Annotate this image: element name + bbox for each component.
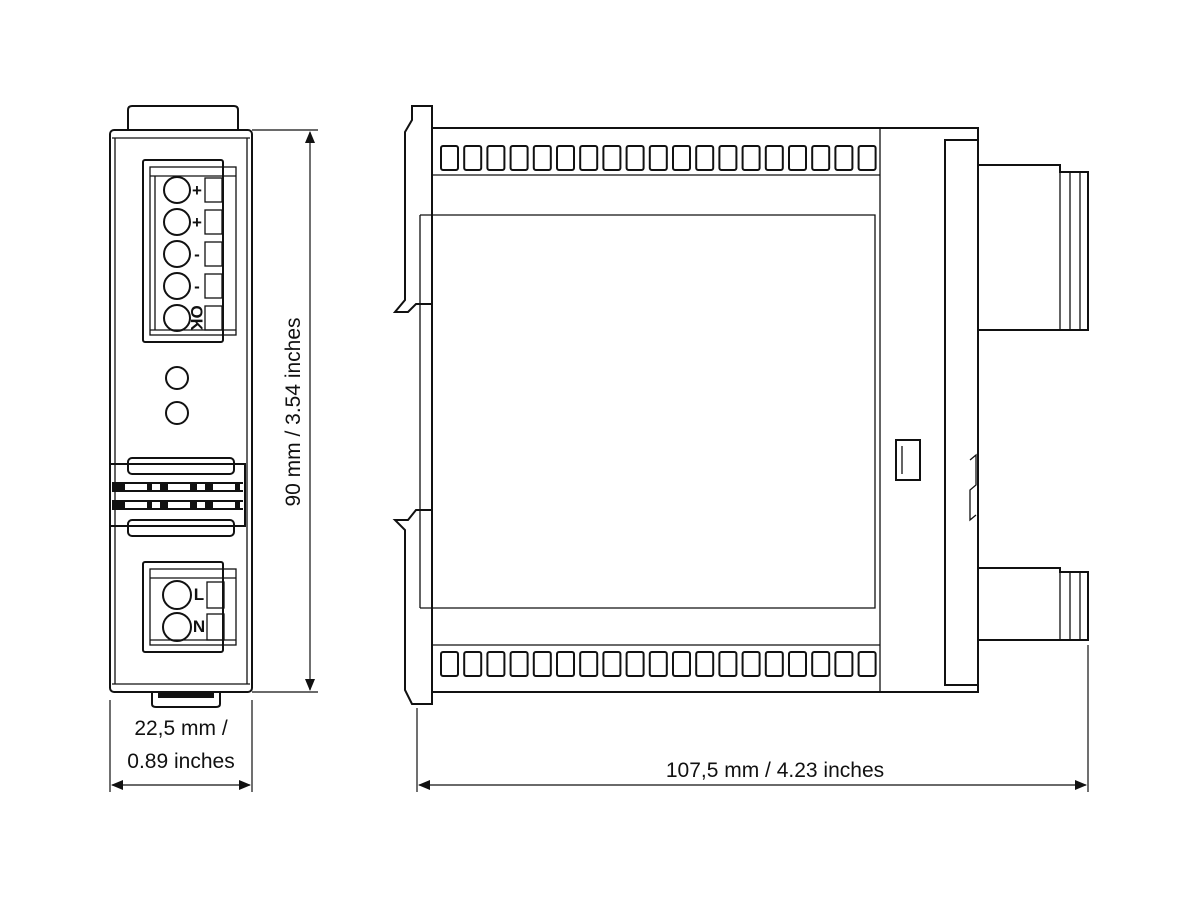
vent-slot [625, 651, 645, 677]
vent-slot [811, 145, 831, 171]
terminal-release[interactable] [204, 177, 223, 203]
side-view [392, 105, 1089, 705]
vent-slot [718, 651, 738, 677]
bottom-ventilation-slots [440, 651, 877, 677]
terminal-marking: + [192, 181, 202, 200]
terminal-marking: N [193, 617, 205, 636]
bottom-tab [151, 692, 221, 708]
vent-slot [741, 651, 761, 677]
vent-slot [648, 145, 668, 171]
input-connector-side[interactable] [978, 567, 1089, 641]
depth-dimension-label: 107,5 mm / 4.23 inches [666, 759, 884, 782]
vent-slot [463, 651, 483, 677]
vent-slot [788, 145, 807, 171]
width-dimension-label-2: 0.89 inches [127, 750, 234, 773]
din-rail-latch[interactable] [109, 457, 246, 537]
depth-dimension: 107,5 mm / 4.23 inches [416, 645, 1089, 792]
terminal-screw[interactable] [163, 176, 191, 204]
terminal-marking: L [194, 585, 204, 604]
vent-slot [486, 651, 506, 677]
terminal-screw[interactable] [163, 240, 191, 268]
din-rail-clip-profile [392, 105, 433, 705]
vent-slot [672, 651, 691, 677]
terminal-marking: - [194, 277, 200, 296]
terminal-release[interactable] [204, 241, 223, 267]
vent-slot [811, 651, 831, 677]
terminal-screw[interactable] [162, 580, 192, 610]
top-tab [127, 105, 239, 130]
width-dimension: 22,5 mm / 0.89 inches [109, 700, 253, 792]
vent-slot [579, 651, 599, 677]
terminal-marking: OK [187, 305, 206, 331]
terminal-screw[interactable] [163, 304, 191, 332]
vent-slot [509, 145, 529, 171]
terminal-screw[interactable] [163, 272, 191, 300]
vent-slot [764, 651, 784, 677]
vent-slot [602, 145, 622, 171]
terminal-marking: - [194, 245, 200, 264]
height-dimension: 90 mm / 3.54 inches [252, 129, 318, 693]
vent-slot [788, 651, 807, 677]
vent-slot [695, 651, 715, 677]
vent-slot [834, 651, 854, 677]
vent-slot [857, 651, 877, 677]
vent-slot [532, 651, 552, 677]
front-view: + + - - OK LN [109, 105, 253, 708]
vent-slot [532, 145, 552, 171]
vent-slot [556, 651, 575, 677]
output-terminal-block[interactable]: + + - - OK [142, 159, 237, 343]
vent-slot [764, 145, 784, 171]
vent-slot [486, 145, 506, 171]
vent-slot [672, 145, 691, 171]
vent-slot [741, 145, 761, 171]
vent-slot [857, 145, 877, 171]
top-ventilation-slots [440, 145, 877, 171]
vent-slot [440, 145, 459, 171]
height-dimension-label: 90 mm / 3.54 inches [282, 317, 305, 506]
front-panel-edge [944, 139, 979, 686]
vent-slot [625, 145, 645, 171]
vent-slot [509, 651, 529, 677]
terminal-release[interactable] [204, 209, 223, 235]
output-connector-side[interactable] [978, 164, 1089, 331]
vent-slot [440, 651, 459, 677]
vent-slot [463, 145, 483, 171]
terminal-screw[interactable] [162, 612, 192, 642]
terminal-release[interactable] [206, 581, 225, 609]
side-latch[interactable] [895, 439, 921, 481]
terminal-marking: + [192, 213, 202, 232]
vent-slot [602, 651, 622, 677]
vent-slot [579, 145, 599, 171]
terminal-release[interactable] [204, 305, 223, 331]
status-led-1 [165, 366, 189, 390]
width-dimension-label-1: 22,5 mm / [134, 717, 228, 740]
vent-slot [648, 651, 668, 677]
terminal-release[interactable] [206, 613, 225, 641]
terminal-screw[interactable] [163, 208, 191, 236]
vent-slot [556, 145, 575, 171]
vent-slot [718, 145, 738, 171]
terminal-release[interactable] [204, 273, 223, 299]
vent-slot [695, 145, 715, 171]
vent-slot [834, 145, 854, 171]
status-led-2 [165, 401, 189, 425]
input-terminal-block[interactable]: LN [142, 561, 237, 653]
